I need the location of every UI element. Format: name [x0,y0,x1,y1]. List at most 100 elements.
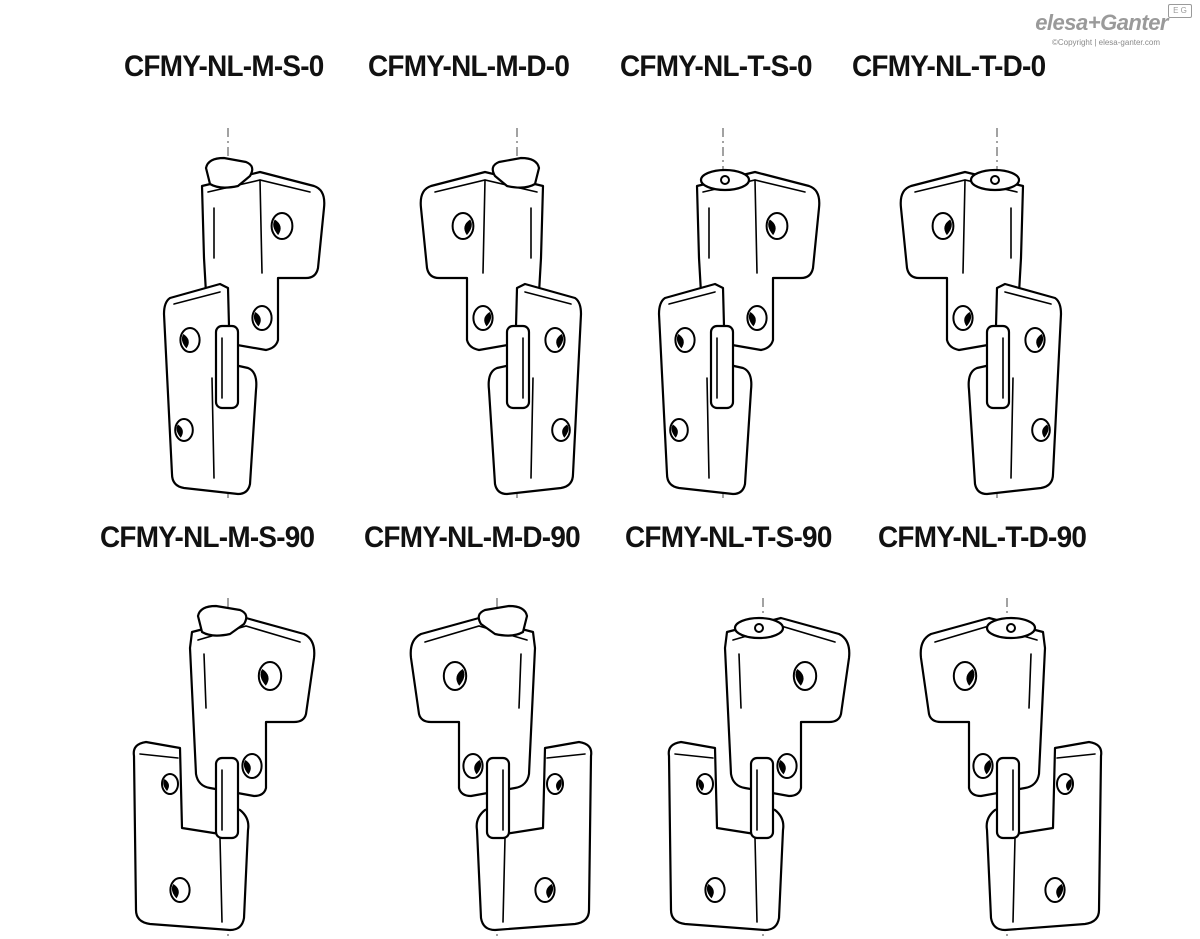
hinge-pin [505,324,531,410]
upper-leaf-fold [482,179,486,274]
screw-hole-shadow [556,334,564,349]
adjustment-lever [477,604,529,637]
upper-leaf [919,616,1047,798]
screw-hole-shadow [1036,334,1044,349]
screw-hole-shadow [1056,884,1064,899]
screw-hole-shadow [464,219,472,236]
hinge-pin [214,756,240,840]
screw-hole-shadow [484,312,492,327]
screw-hole-shadow [984,760,992,775]
label-cfmy-nl-m-d-90: CFMY-NL-M-D-90 [364,521,581,554]
screw-hole-shadow [163,779,169,791]
hinge-body [899,128,1063,500]
lower-leaf-groove [1010,377,1014,479]
hinge-drawing-cfmy-nl-m-s-90 [132,598,316,936]
upper-leaf [188,616,316,798]
screw-hole-shadow [474,760,482,775]
screw-hole-shadow [171,884,179,899]
lower-leaf-edge [1004,291,1052,305]
lower-leaf-groove [211,377,215,479]
lower-leaf-edge [546,753,586,759]
hinge-body [162,128,326,500]
lower-leaf-edge [524,291,572,305]
hinge-pin [749,756,775,840]
label-cfmy-nl-t-s-90: CFMY-NL-T-S-90 [625,521,832,554]
hinge-drawing-cfmy-nl-m-d-0 [419,128,583,500]
hinge-body [919,598,1103,936]
screw-hole-shadow [748,312,756,327]
screw-hole-shadow [176,424,183,438]
lower-leaf-groove [706,377,710,479]
hex-socket [720,175,730,185]
lower-leaf-groove [754,837,758,923]
brand-name: elesa+Ganter [1035,10,1168,35]
screw-hole-shadow [260,669,269,686]
upper-leaf-groove [518,653,522,709]
upper-leaf-fold [962,179,966,274]
hex-socket [990,175,1000,185]
brand-badge: E G [1168,4,1192,18]
upper-leaf-groove [203,653,207,709]
adjustment-lever [491,156,541,189]
screw-hole-shadow [706,884,714,899]
label-cfmy-nl-m-d-0: CFMY-NL-M-D-0 [368,50,570,83]
lower-leaf-groove [530,377,534,479]
hinge-pin [985,324,1011,410]
upper-leaf-groove [1028,653,1032,709]
screw-hole-shadow [795,669,804,686]
screw-hole-shadow [768,219,776,236]
lower-leaf-edge [139,753,179,759]
label-cfmy-nl-t-d-0: CFMY-NL-T-D-0 [852,50,1046,83]
label-cfmy-nl-m-s-0: CFMY-NL-M-S-0 [124,50,324,83]
label-cfmy-nl-t-s-0: CFMY-NL-T-S-0 [620,50,813,83]
screw-hole-shadow [944,219,952,236]
lower-leaf-groove [502,837,506,923]
upper-leaf-groove [738,653,742,709]
hinge-drawing-cfmy-nl-t-s-90 [667,598,851,936]
upper-leaf [723,616,851,798]
hinge-body [657,128,821,500]
screw-hole-shadow [676,334,684,349]
upper-leaf [409,616,537,798]
screw-hole-shadow [556,779,562,791]
hinge-pin [709,324,735,410]
hex-socket [754,623,764,633]
upper-leaf-fold [754,179,758,274]
screw-hole-shadow [778,760,786,775]
upper-leaf-fold [259,179,263,274]
lower-leaf-groove [219,837,223,923]
lower-leaf-groove [1012,837,1016,923]
adjustment-lever [196,604,248,637]
screw-hole-shadow [253,312,261,327]
adjustment-lever [204,156,254,189]
screw-hole-shadow [1042,424,1049,438]
screw-hole-shadow [243,760,251,775]
hinge-drawing-cfmy-nl-m-s-0 [162,128,326,500]
lower-leaf-edge [674,753,714,759]
screw-hole-shadow [181,334,189,349]
hinge-body [667,598,851,936]
screw-hole-shadow [671,424,678,438]
screw-hole-shadow [966,669,975,686]
hinge-body [132,598,316,936]
hinge-drawing-cfmy-nl-m-d-90 [409,598,593,936]
screw-hole-shadow [273,219,281,236]
hinge-body [419,128,583,500]
hex-socket [1006,623,1016,633]
screw-hole-shadow [456,669,465,686]
brand-logo: elesa+Ganter E G ©Copyright | elesa-gant… [1035,4,1192,47]
brand-copyright: ©Copyright | elesa-ganter.com [1051,38,1160,47]
hinge-drawing-cfmy-nl-t-s-0 [657,128,821,500]
lower-leaf-edge [173,291,221,305]
hinge-drawing-cfmy-nl-t-d-90 [919,598,1103,936]
screw-hole-shadow [562,424,569,438]
screw-hole-shadow [1066,779,1072,791]
lower-leaf-edge [668,291,716,305]
screw-hole-shadow [698,779,704,791]
screw-hole-shadow [964,312,972,327]
hinge-pin [485,756,511,840]
screw-hole-shadow [546,884,554,899]
hinge-pin [995,756,1021,840]
hinge-body [409,598,593,936]
label-cfmy-nl-m-s-90: CFMY-NL-M-S-90 [100,521,315,554]
